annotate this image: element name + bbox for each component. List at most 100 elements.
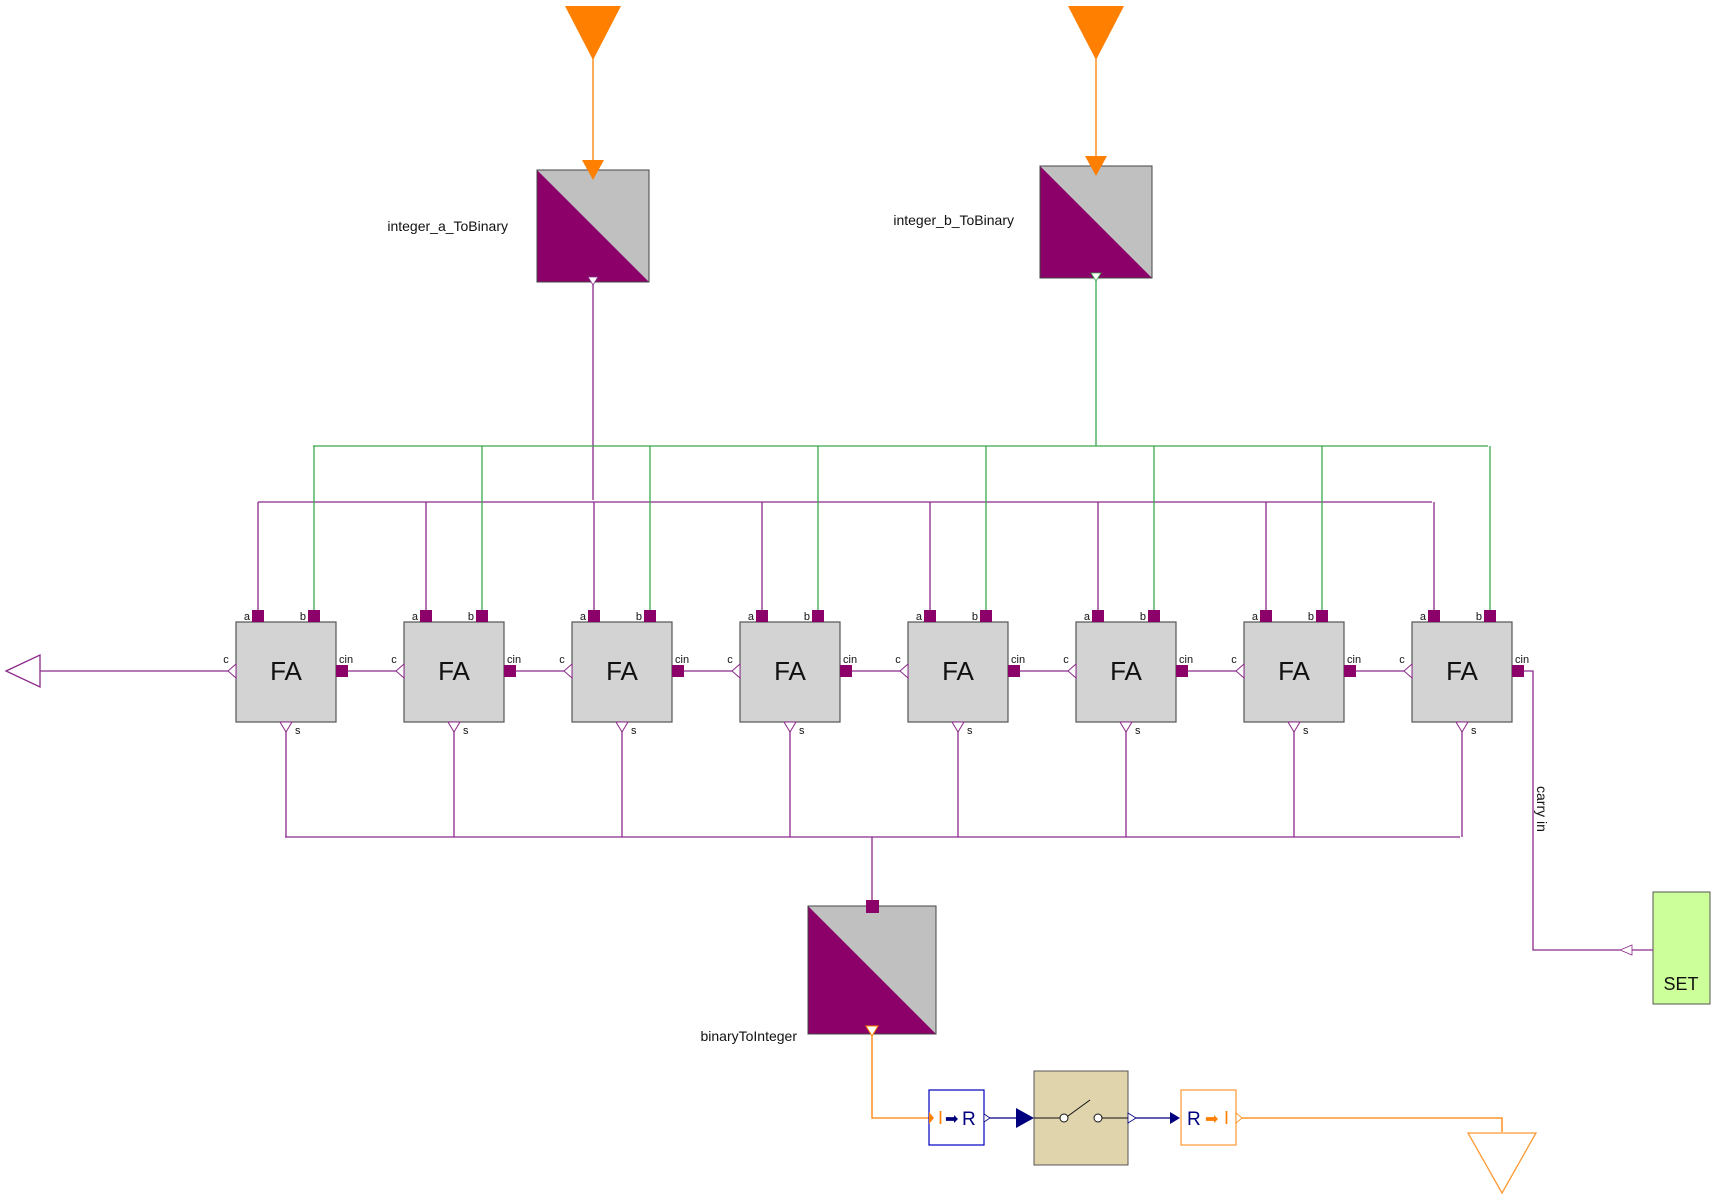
fa-body [739,621,841,723]
integer-b-input-port [1085,156,1107,176]
full-adder-block[interactable]: FA a b cin c s [223,610,353,737]
fa-port-cin-label: cin [1179,654,1193,666]
fa-port-c [899,662,909,680]
fa-port-cin-label: cin [507,654,521,666]
fa-port-c-label: c [1063,654,1069,666]
integer-b-to-binary-block[interactable] [1039,156,1153,282]
fa-port-c [227,662,237,680]
fa-port-c-label: c [223,654,229,666]
fa-port-b-label: b [636,611,642,623]
fa-label: FA [1110,656,1142,686]
fa-port-s-label: s [1303,725,1309,737]
fa-port-cin [1344,665,1356,677]
fa-label: FA [606,656,638,686]
switch-output-port [1127,1112,1137,1124]
fa-port-s [615,721,629,733]
real-to-integer-block[interactable]: R ➡ I [1170,1089,1243,1146]
adder-wiring [257,446,1491,837]
input-a-connector[interactable] [565,6,621,60]
fa-port-s-label: s [295,725,301,737]
fa-port-cin-label: cin [843,654,857,666]
fa-port-c [1403,662,1413,680]
switch-input-port [1016,1108,1034,1128]
carry-out-connector[interactable] [4,653,41,689]
fa-port-a [756,610,768,622]
fa-port-a [1260,610,1272,622]
set-block[interactable] [1618,891,1711,1005]
wiring [40,55,1620,1132]
fa-port-b [1148,610,1160,622]
fa-port-cin [336,665,348,677]
real-to-int-arrow: ➡ [1205,1111,1218,1128]
fa-port-a-label: a [244,611,251,623]
fa-port-c [731,662,741,680]
fa-port-cin-label: cin [1347,654,1361,666]
set-output-port [1618,944,1633,956]
carry-in-label: carry in [1534,786,1550,832]
fa-port-s [1287,721,1301,733]
fa-port-b [812,610,824,622]
fa-port-cin-label: cin [1011,654,1025,666]
set-label: SET [1663,974,1698,994]
fa-port-b [1316,610,1328,622]
fa-port-s-label: s [799,725,805,737]
carry-in-wire [1522,670,1620,951]
fa-port-c [395,662,405,680]
integer-to-real-block[interactable]: I ➡ R [928,1089,991,1146]
fa-port-b [644,610,656,622]
integer-output-wire [871,1032,929,1119]
fa-body [403,621,505,723]
fa-port-cin [840,665,852,677]
fa-port-c-label: c [559,654,565,666]
fa-label: FA [774,656,806,686]
integer-b-label: integer_b_ToBinary [893,212,1014,228]
fa-port-c-label: c [391,654,397,666]
fa-body [1411,621,1513,723]
input-b-connector[interactable] [1068,6,1124,60]
fa-port-b-label: b [1308,611,1314,623]
integer-output-connector[interactable] [1466,1132,1538,1195]
fa-port-a [252,610,264,622]
fa-port-cin [504,665,516,677]
integer-a-label: integer_a_ToBinary [387,218,508,234]
fa-port-c-label: c [727,654,733,666]
fa-port-b [308,610,320,622]
fa-port-b [1484,610,1496,622]
fa-label: FA [438,656,470,686]
binary-to-integer-block[interactable] [807,900,937,1037]
int-to-real-left: I [938,1108,943,1128]
binary-to-integer-input-port [866,900,879,913]
switch-block[interactable] [1016,1070,1137,1166]
fa-port-c [563,662,573,680]
fa-port-a [420,610,432,622]
binary-to-integer-label: binaryToInteger [700,1028,797,1044]
fa-label: FA [270,656,302,686]
fa-port-cin-label: cin [1515,654,1529,666]
fa-port-s [1455,721,1469,733]
fa-port-s [951,721,965,733]
fa-port-a-label: a [580,611,587,623]
fa-label: FA [942,656,974,686]
fa-port-a-label: a [412,611,419,623]
fa-port-a [588,610,600,622]
fa-port-cin-label: cin [339,654,353,666]
fa-port-cin-label: cin [675,654,689,666]
int-to-real-arrow: ➡ [945,1111,958,1128]
fa-port-b [980,610,992,622]
real-to-int-right: I [1224,1108,1229,1128]
integer-a-to-binary-block[interactable] [536,160,650,286]
fa-port-b-label: b [300,611,306,623]
fa-port-c-label: c [1399,654,1405,666]
fa-port-cin [1176,665,1188,677]
fa-port-cin [1008,665,1020,677]
fa-port-s-label: s [967,725,973,737]
fa-port-a [1428,610,1440,622]
